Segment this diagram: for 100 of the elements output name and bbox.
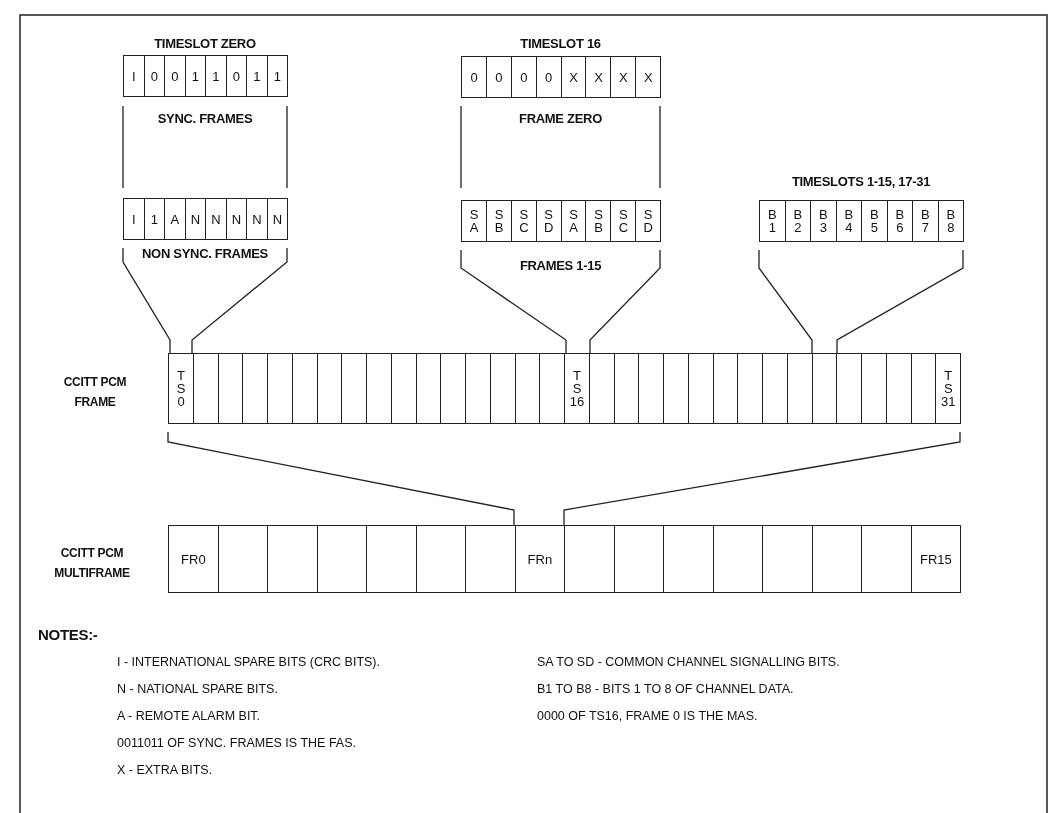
- empty-cell: [366, 353, 393, 424]
- note: B1 TO B8 - BITS 1 TO 8 OF CHANNEL DATA.: [537, 682, 794, 696]
- bit-cell: N: [184, 198, 207, 240]
- empty-cell: [588, 353, 615, 424]
- empty-cell: [489, 353, 516, 424]
- empty-cell: [539, 353, 566, 424]
- bit-cell: S D: [535, 200, 562, 242]
- bit-cell: N: [266, 198, 289, 240]
- bit-cell: 0: [461, 56, 488, 98]
- empty-cell: [341, 353, 368, 424]
- empty-cell: [836, 353, 863, 424]
- bit-cell: X: [585, 56, 612, 98]
- frame-cell: FR15: [910, 525, 962, 593]
- bit-cell: I: [123, 198, 145, 240]
- bit-cell: 1: [143, 198, 166, 240]
- empty-cell: [885, 353, 912, 424]
- bit-cell: X: [610, 56, 637, 98]
- bit-cell: 0: [535, 56, 562, 98]
- empty-cell: [663, 353, 690, 424]
- empty-cell: [217, 353, 244, 424]
- bit-cell: I: [123, 55, 145, 97]
- empty-cell: [762, 525, 813, 593]
- empty-cell: [712, 525, 764, 593]
- empty-cell: [192, 353, 219, 424]
- bit-cell: 1: [246, 55, 268, 97]
- empty-cell: [564, 525, 615, 593]
- bit-cell: S D: [635, 200, 662, 242]
- note: N - NATIONAL SPARE BITS.: [117, 682, 278, 696]
- bit-cell: S A: [461, 200, 488, 242]
- empty-cell: [861, 525, 912, 593]
- empty-cell: [267, 525, 318, 593]
- bit-cell: X: [560, 56, 587, 98]
- bit-cell: S B: [585, 200, 612, 242]
- empty-cell: [217, 525, 269, 593]
- note: SA TO SD - COMMON CHANNEL SIGNALLING BITS.: [537, 655, 840, 669]
- empty-cell: [514, 353, 541, 424]
- empty-cell: [910, 353, 937, 424]
- timeslot-cell: T S 31: [935, 353, 962, 424]
- heading: FRAMES 1-15: [518, 258, 603, 273]
- empty-cell: [291, 353, 318, 424]
- bit-cell: 1: [205, 55, 227, 97]
- empty-cell: [712, 353, 739, 424]
- frame-cell: FRn: [514, 525, 566, 593]
- empty-cell: [786, 353, 813, 424]
- heading: TIMESLOTS 1-15, 17-31: [790, 174, 932, 189]
- bit-cell: S C: [610, 200, 637, 242]
- bit-cell: B 1: [759, 200, 786, 242]
- bit-cell: A: [164, 198, 186, 240]
- bit-cell: S A: [560, 200, 587, 242]
- bit-cell: 1: [266, 55, 289, 97]
- notes-heading: NOTES:-: [38, 626, 98, 643]
- empty-cell: [613, 353, 640, 424]
- bit-cell: B 3: [810, 200, 837, 242]
- note: A - REMOTE ALARM BIT.: [117, 709, 261, 723]
- empty-cell: [465, 525, 516, 593]
- empty-cell: [366, 525, 417, 593]
- bit-cell: X: [635, 56, 662, 98]
- bit-cell: N: [225, 198, 248, 240]
- bit-cell: 0: [510, 56, 537, 98]
- empty-cell: [465, 353, 492, 424]
- note: X - EXTRA BITS.: [117, 763, 213, 777]
- heading: NON SYNC. FRAMES: [141, 246, 269, 261]
- heading: SYNC. FRAMES: [156, 111, 254, 126]
- bit-cell: 1: [184, 55, 207, 97]
- empty-cell: [613, 525, 665, 593]
- bit-cell: N: [246, 198, 268, 240]
- empty-cell: [415, 525, 467, 593]
- empty-cell: [811, 353, 838, 424]
- bit-cell: 0: [164, 55, 186, 97]
- heading: TIMESLOT ZERO: [153, 36, 257, 51]
- note: I - INTERNATIONAL SPARE BITS (CRC BITS).: [117, 655, 380, 669]
- empty-cell: [267, 353, 294, 424]
- empty-cell: [762, 353, 789, 424]
- empty-cell: [861, 353, 888, 424]
- empty-cell: [663, 525, 714, 593]
- empty-cell: [415, 353, 442, 424]
- note: 0011011 OF SYNC. FRAMES IS THE FAS.: [117, 736, 356, 750]
- bit-cell: 0: [143, 55, 166, 97]
- row-label: CCITT PCM MULTIFRAME: [53, 545, 131, 582]
- empty-cell: [811, 525, 863, 593]
- empty-cell: [316, 353, 343, 424]
- empty-cell: [390, 353, 417, 424]
- note: 0000 OF TS16, FRAME 0 IS THE MAS.: [537, 709, 758, 723]
- bit-cell: B 7: [912, 200, 939, 242]
- bit-cell: B 8: [937, 200, 965, 242]
- empty-cell: [737, 353, 764, 424]
- row-label: CCITT PCM FRAME: [62, 374, 128, 411]
- heading: FRAME ZERO: [518, 111, 603, 126]
- bit-cell: N: [205, 198, 227, 240]
- empty-cell: [242, 353, 269, 424]
- bit-cell: 0: [225, 55, 248, 97]
- bit-cell: B 5: [861, 200, 888, 242]
- frame-cell: FR0: [168, 525, 219, 593]
- empty-cell: [687, 353, 714, 424]
- empty-cell: [638, 353, 665, 424]
- timeslot-cell: T S 0: [168, 353, 195, 424]
- bit-cell: S C: [510, 200, 537, 242]
- empty-cell: [440, 353, 467, 424]
- empty-cell: [316, 525, 368, 593]
- heading: TIMESLOT 16: [519, 36, 602, 51]
